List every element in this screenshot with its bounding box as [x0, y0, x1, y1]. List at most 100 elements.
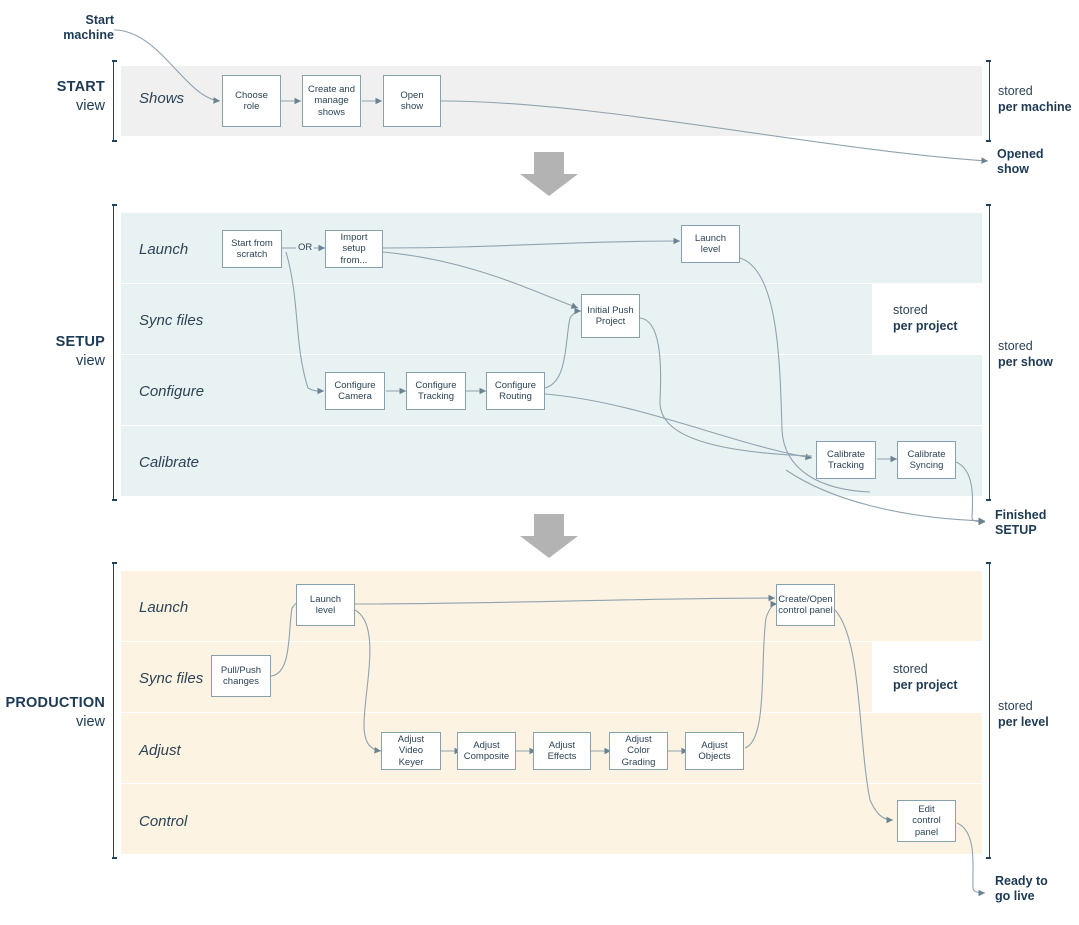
- phase-transition-arrow-setup-to-production: [520, 514, 578, 558]
- band-setup-configure: [121, 355, 982, 425]
- band-production-launch: [121, 571, 982, 641]
- stored-production-per-level-line1: stored: [998, 699, 1033, 713]
- lane-label-setup-calibrate: Calibrate: [139, 454, 200, 471]
- lane-label-setup-launch: Launch: [139, 241, 189, 258]
- stored-label-setup-per-project: stored per project: [893, 302, 958, 334]
- band-setup-sync-files: [121, 284, 872, 354]
- bracket-right-setup-per-show: [985, 204, 991, 501]
- lane-label-setup-configure: Configure: [139, 383, 205, 400]
- callout-opened-show: Opened show: [997, 147, 1044, 177]
- stored-production-per-project-line1: stored: [893, 662, 928, 676]
- stored-production-per-project-line2: per project: [893, 678, 958, 692]
- stored-label-per-machine: stored per machine: [998, 83, 1072, 115]
- stored-per-machine-line1: stored: [998, 84, 1033, 98]
- stored-setup-per-show-line2: per show: [998, 355, 1053, 369]
- band-production-control: [121, 784, 982, 854]
- phase-label-start: START view: [0, 78, 105, 116]
- lane-label-production-sync-files: Sync files: [139, 670, 204, 687]
- stored-label-production-per-level: stored per level: [998, 698, 1049, 730]
- bracket-left-start: [112, 60, 118, 142]
- lane-label-production-control: Control: [139, 813, 188, 830]
- callout-ready-to-go-live-line1: Ready to: [995, 874, 1048, 888]
- stored-setup-per-project-line2: per project: [893, 319, 958, 333]
- stored-setup-per-project-line1: stored: [893, 303, 928, 317]
- stored-setup-per-show-line1: stored: [998, 339, 1033, 353]
- stored-production-per-level-line2: per level: [998, 715, 1049, 729]
- callout-finished-setup-line2: SETUP: [995, 523, 1037, 537]
- phase-name-setup: SETUP: [55, 334, 105, 350]
- callout-finished-setup: Finished SETUP: [995, 508, 1046, 538]
- callout-start-machine-line1: Start: [85, 13, 114, 27]
- or-connector-label: OR: [296, 242, 315, 253]
- bracket-left-production: [112, 562, 118, 859]
- callout-opened-show-line2: show: [997, 162, 1029, 176]
- phase-name-start: START: [56, 79, 105, 95]
- lane-label-start-shows: Shows: [139, 90, 185, 107]
- phase-view-production: view: [75, 714, 105, 730]
- stored-label-setup-per-show: stored per show: [998, 338, 1053, 370]
- bracket-right-start-per-machine: [985, 60, 991, 142]
- callout-start-machine-line2: machine: [63, 28, 114, 42]
- phase-view-start: view: [75, 98, 105, 114]
- lane-label-production-adjust: Adjust: [139, 742, 181, 759]
- lane-label-production-launch: Launch: [139, 599, 189, 616]
- phase-label-setup: SETUP view: [0, 333, 105, 371]
- stored-label-production-per-project: stored per project: [893, 661, 958, 693]
- phase-transition-arrow-start-to-setup: [520, 152, 578, 196]
- lane-label-setup-sync-files: Sync files: [139, 312, 204, 329]
- phase-label-production: PRODUCTION view: [0, 694, 105, 732]
- callout-opened-show-line1: Opened: [997, 147, 1044, 161]
- phase-view-setup: view: [75, 353, 105, 369]
- callout-ready-to-go-live: Ready to go live: [995, 874, 1048, 904]
- callout-ready-to-go-live-line2: go live: [995, 889, 1035, 903]
- phase-name-production: PRODUCTION: [5, 695, 105, 711]
- stored-per-machine-line2: per machine: [998, 100, 1072, 114]
- callout-finished-setup-line1: Finished: [995, 508, 1047, 522]
- bracket-left-setup: [112, 204, 118, 501]
- bracket-right-production-per-level: [985, 562, 991, 859]
